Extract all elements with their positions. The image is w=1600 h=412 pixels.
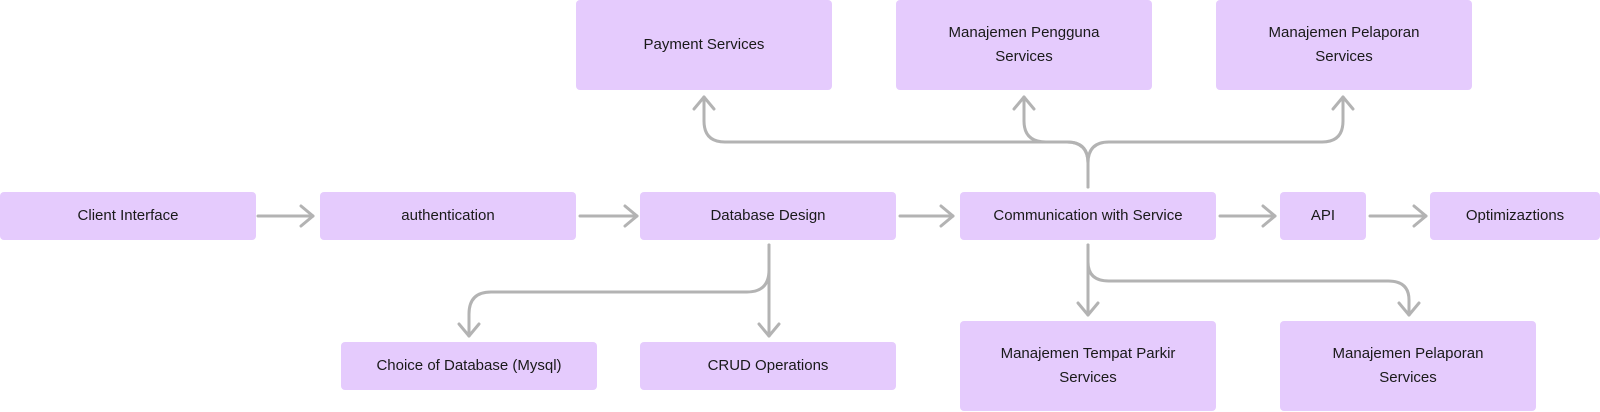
report-management-top-label-line2: Services	[1315, 48, 1373, 65]
optimizations-node[interactable]: Optimizaztions	[1430, 192, 1600, 240]
communication-with-service-node[interactable]: Communication with Service	[960, 192, 1216, 240]
report-management-services-top-node[interactable]: Manajemen Pelaporan Services	[1216, 0, 1472, 90]
user-management-label-line2: Services	[995, 48, 1053, 65]
authentication-node[interactable]: authentication	[320, 192, 576, 240]
edge-communication-to-report-bottom	[1086, 243, 1421, 317]
client-interface-label: Client Interface	[77, 207, 179, 224]
authentication-label: authentication	[401, 207, 495, 224]
database-design-node[interactable]: Database Design	[640, 192, 896, 240]
edge-api-to-optimizations	[1368, 204, 1428, 228]
crud-operations-node[interactable]: CRUD Operations	[640, 342, 896, 390]
edge-database-to-choice-of-database	[457, 243, 771, 338]
client-interface-node[interactable]: Client Interface	[0, 192, 256, 240]
edge-communication-to-report-top	[1086, 95, 1355, 189]
edge-authentication-to-database	[578, 204, 639, 228]
payment-services-label: Payment Services	[643, 36, 765, 53]
report-management-top-label-line1: Manajemen Pelaporan	[1268, 24, 1420, 41]
edge-communication-to-payment	[692, 95, 1090, 189]
parking-management-label-line1: Manajemen Tempat Parkir	[1000, 345, 1176, 362]
api-label: API	[1310, 207, 1336, 224]
parking-management-label-line2: Services	[1059, 369, 1117, 386]
communication-with-service-label: Communication with Service	[993, 207, 1183, 224]
user-management-services-node[interactable]: Manajemen Pengguna Services	[896, 0, 1152, 90]
report-management-services-bottom-node[interactable]: Manajemen Pelaporan Services	[1280, 321, 1536, 411]
choice-of-database-node[interactable]: Choice of Database (Mysql)	[341, 342, 597, 390]
edge-database-to-crud	[757, 243, 781, 338]
edge-client-to-authentication	[256, 204, 315, 228]
edge-communication-to-user-management	[1012, 95, 1090, 189]
edge-communication-to-api	[1218, 204, 1277, 228]
user-management-label-line1: Manajemen Pengguna	[948, 24, 1100, 41]
choice-of-database-label: Choice of Database (Mysql)	[376, 357, 562, 374]
edge-database-to-communication	[898, 204, 955, 228]
crud-operations-label: CRUD Operations	[707, 357, 829, 374]
optimizations-label: Optimizaztions	[1465, 207, 1565, 224]
report-management-bottom-label-line1: Manajemen Pelaporan	[1332, 345, 1484, 362]
api-node[interactable]: API	[1280, 192, 1366, 240]
payment-services-node[interactable]: Payment Services	[576, 0, 832, 90]
parking-management-services-node[interactable]: Manajemen Tempat Parkir Services	[960, 321, 1216, 411]
database-design-label: Database Design	[710, 207, 826, 224]
report-management-bottom-label-line2: Services	[1379, 369, 1437, 386]
